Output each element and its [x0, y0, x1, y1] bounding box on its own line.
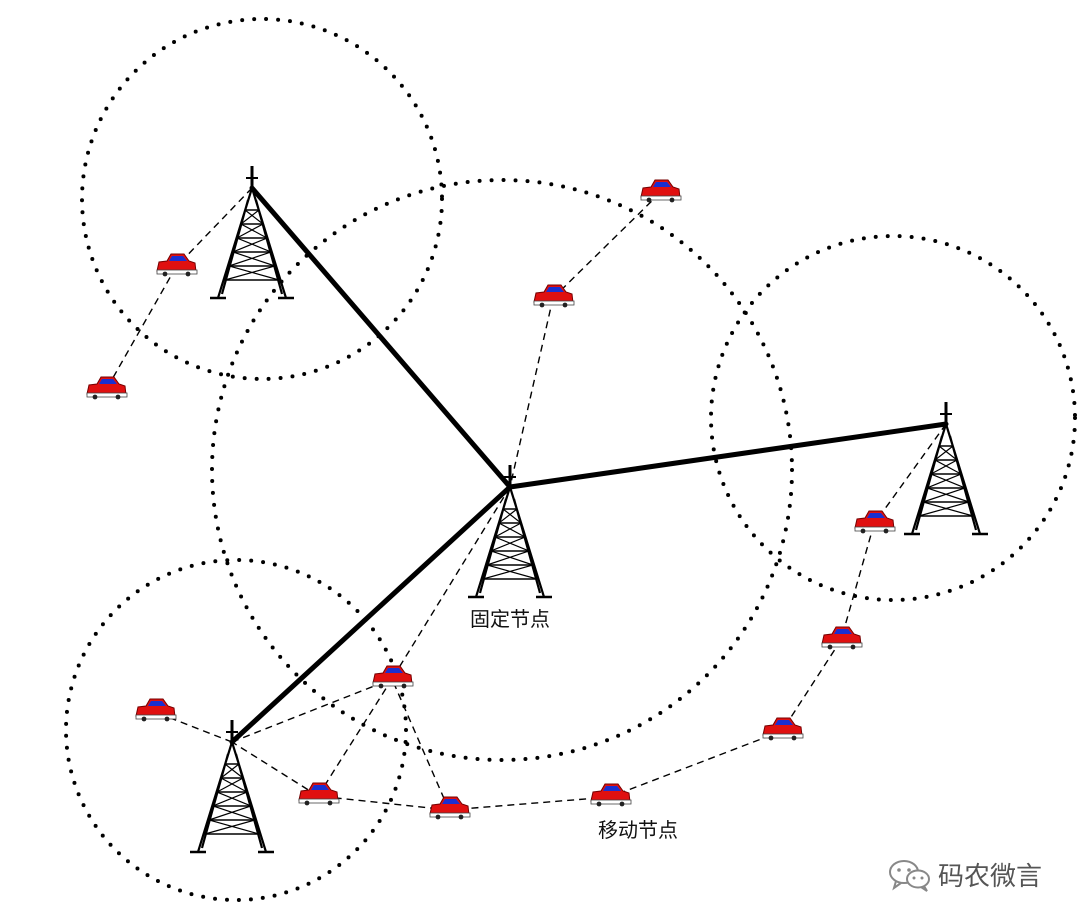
- tower-icon: [902, 400, 990, 536]
- backbone-link-bottom-left: [229, 484, 513, 745]
- car-icon: [156, 253, 198, 277]
- coverage-circle-top-left: [80, 17, 444, 381]
- car-icon: [590, 783, 632, 807]
- car-icon: [135, 698, 177, 722]
- car-icon: [86, 376, 128, 400]
- car-icon: [298, 782, 340, 806]
- tower-icon: [188, 718, 276, 854]
- backbone-links: [229, 185, 949, 745]
- tower-icon: [208, 164, 296, 300]
- coverage-circle-right: [709, 234, 1077, 602]
- mobile-node-label: 移动节点: [598, 818, 678, 842]
- watermark: 码农微言: [888, 856, 1042, 893]
- coverage-circle-bottom-left: [64, 558, 408, 902]
- backbone-link-top-left: [249, 185, 513, 490]
- coverage-circles: [64, 17, 1077, 902]
- car-icon: [854, 510, 896, 534]
- car-icon: [372, 665, 414, 689]
- coverage-circle-center: [210, 178, 794, 762]
- car-icon: [821, 626, 863, 650]
- car-icon: [533, 284, 575, 308]
- car-icon: [762, 717, 804, 741]
- fixed-node-label: 固定节点: [470, 607, 550, 631]
- wechat-icon: [889, 859, 930, 892]
- car-icon: [429, 796, 471, 820]
- wireless-links: [105, 187, 947, 811]
- backbone-link-right: [507, 421, 949, 490]
- watermark-text: 码农微言: [938, 862, 1043, 892]
- car-icon: [640, 179, 682, 203]
